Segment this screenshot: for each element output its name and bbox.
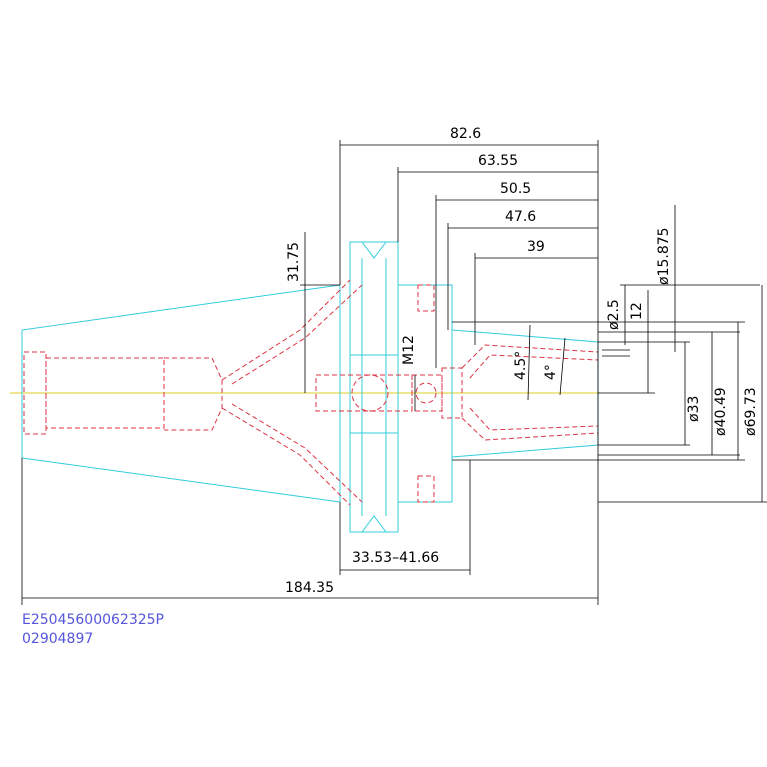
part-id-line-1: E25045600062325P <box>22 612 164 628</box>
coolant-channel-upper <box>221 279 351 381</box>
drive-slot-top <box>417 284 435 312</box>
dim-47-6: 47.6 <box>505 209 536 225</box>
drawbar-thread-end <box>23 351 47 435</box>
dim-63-55: 63.55 <box>478 153 518 169</box>
collet-taper-lower <box>461 417 599 441</box>
flange-body <box>349 241 399 533</box>
dim-m12: M12 <box>401 335 417 365</box>
taper-upper-edge <box>21 284 341 458</box>
tool-holder-outline <box>21 241 599 533</box>
dim-33-53-41-66: 33.53–41.66 <box>352 550 439 566</box>
dim-angle-4: 4° <box>543 364 559 380</box>
collet-taper-upper <box>461 344 599 369</box>
dim-angle-4-5: 4.5° <box>513 351 529 380</box>
collet-seat <box>441 367 463 419</box>
part-id-line-2: 02904897 <box>22 631 93 647</box>
taper-lower-edge <box>21 457 341 503</box>
thread-hole <box>415 382 437 404</box>
collet-inner-lower <box>469 407 599 431</box>
drive-slot-bottom <box>417 475 435 503</box>
dim-dia-33: ø33 <box>686 396 702 422</box>
collet-inner-upper <box>469 354 599 379</box>
hidden-lines <box>23 279 599 506</box>
dim-dia-40-49: ø40.49 <box>713 387 729 436</box>
dim-184-35: 184.35 <box>285 580 334 596</box>
dim-82-6: 82.6 <box>450 126 481 142</box>
dimension-lines <box>21 140 767 605</box>
v-groove-bottom <box>361 515 387 533</box>
dim-dia-2-5: ø2.5 <box>606 299 622 330</box>
dim-dia-69-73: ø69.73 <box>743 387 759 436</box>
drawbar-bore <box>45 357 165 429</box>
coolant-channel-lower <box>221 407 351 506</box>
coolant-channel-lower-2 <box>231 403 363 503</box>
bore-transition <box>164 357 223 431</box>
flange-key-slot <box>349 354 399 434</box>
dim-39: 39 <box>527 239 545 255</box>
dim-50-5: 50.5 <box>500 181 531 197</box>
key-hole <box>351 374 389 412</box>
v-groove-top <box>361 241 387 259</box>
dim-31-75: 31.75 <box>286 242 302 282</box>
coolant-channel-upper-2 <box>231 284 363 385</box>
dim-12: 12 <box>629 302 645 320</box>
dim-dia-15-875: ø15.875 <box>656 227 672 285</box>
